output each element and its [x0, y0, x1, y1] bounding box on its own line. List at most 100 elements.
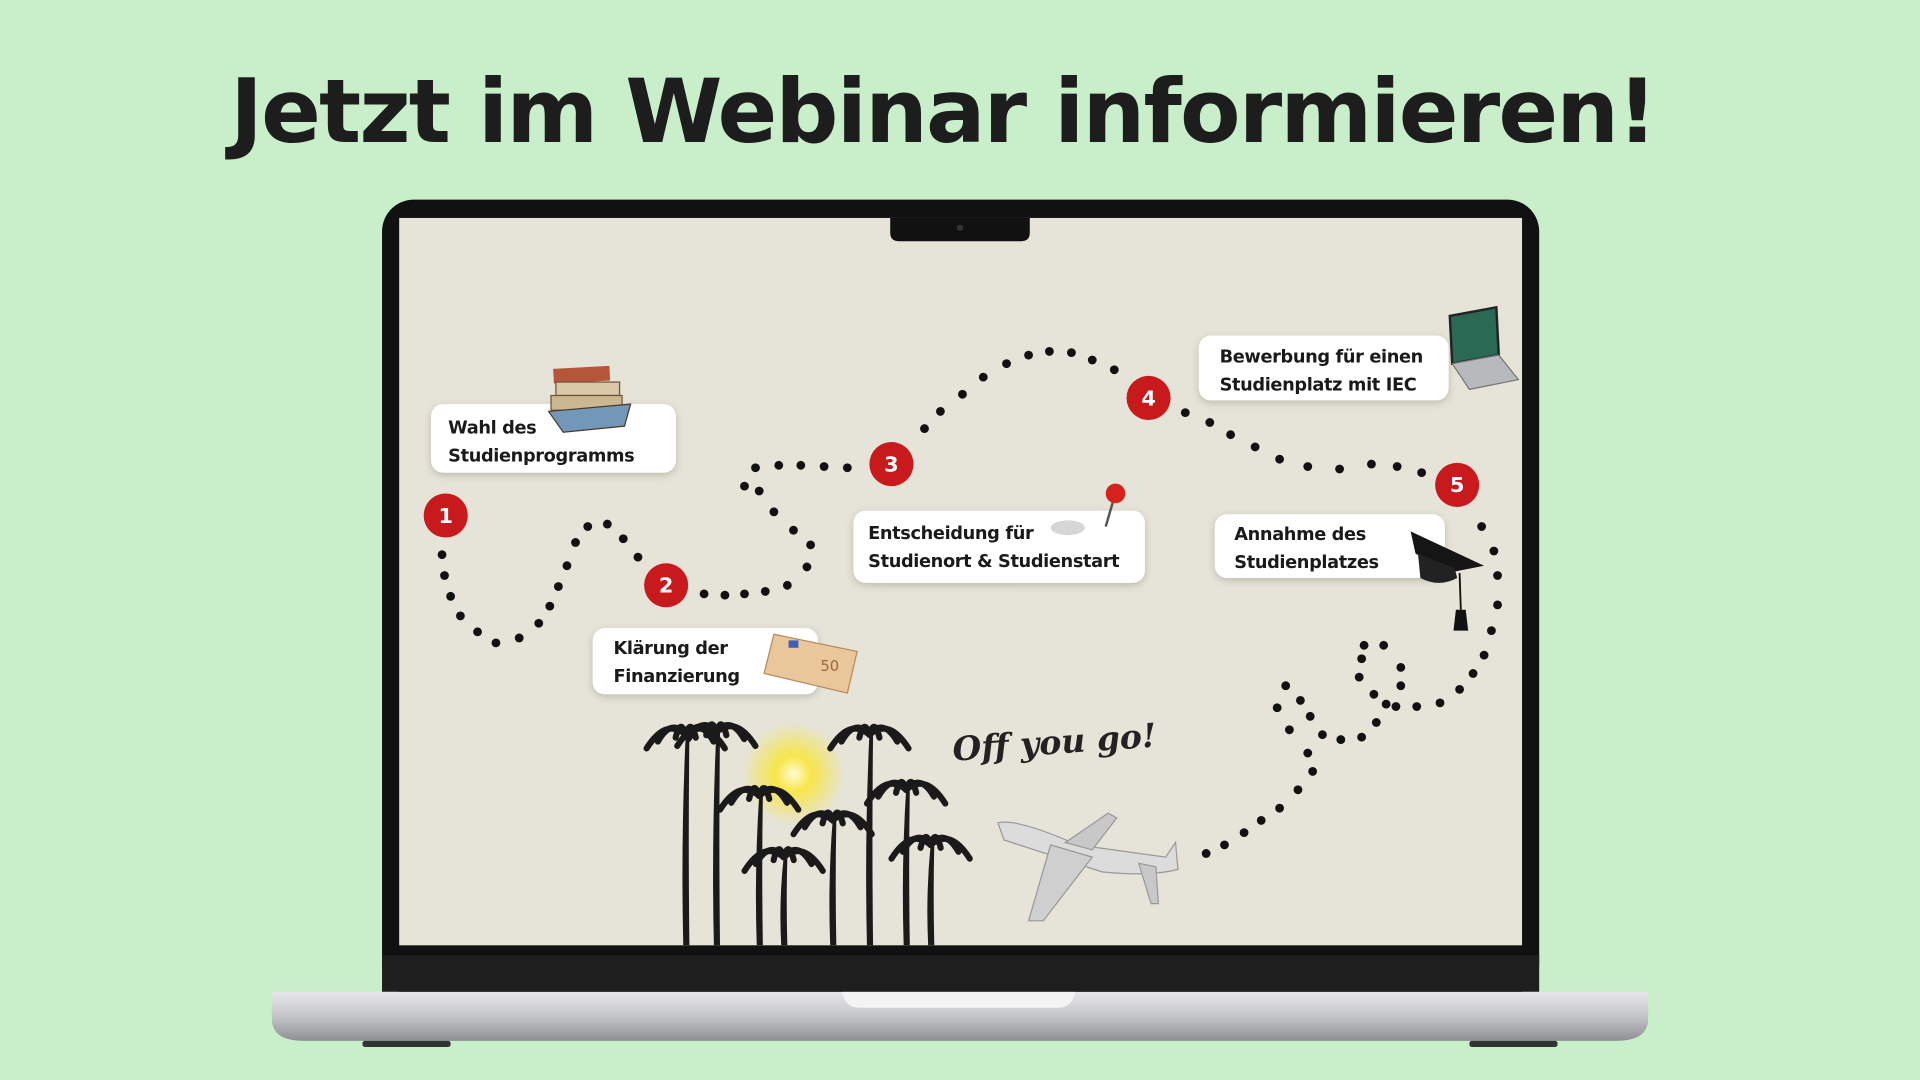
- step-4-line2: Studienplatz mit IEC: [1220, 376, 1417, 396]
- route-dot: [796, 460, 806, 470]
- palm-tree: [888, 834, 973, 946]
- route-dot: [920, 424, 929, 433]
- route-dot: [789, 525, 798, 535]
- route-dot: [1002, 359, 1011, 369]
- step-marker-2: 2: [644, 563, 689, 608]
- route-dot: [1435, 698, 1445, 708]
- books-icon: [547, 365, 632, 433]
- route-dot: [456, 611, 465, 621]
- laptop-foot-right: [1469, 1040, 1558, 1047]
- map-pin-icon: [1104, 483, 1126, 527]
- step-5-line2: Studienplatzes: [1234, 553, 1378, 573]
- route-dot: [1381, 699, 1391, 709]
- dotted-route: [437, 347, 1502, 858]
- route-dot: [936, 407, 945, 416]
- camera-icon: [956, 224, 964, 231]
- route-dot: [1417, 468, 1427, 478]
- route-dot: [440, 571, 449, 580]
- step-2-line1: Klärung der: [613, 639, 728, 659]
- route-dot: [754, 486, 764, 496]
- step-3-line2: Studienort & Studienstart: [868, 552, 1120, 572]
- step-number: 3: [884, 452, 898, 476]
- route-dot: [1493, 600, 1502, 610]
- route-dot: [806, 540, 816, 550]
- step-card-5: Annahme des Studienplatzes: [1214, 514, 1445, 578]
- route-dot: [1391, 702, 1401, 711]
- step-1-line1: Wahl des: [448, 418, 536, 438]
- step-5-line1: Annahme des: [1234, 525, 1366, 545]
- route-dot: [842, 463, 852, 473]
- step-2-line2: Finanzierung: [613, 667, 739, 687]
- route-dot: [553, 582, 563, 591]
- route-dot: [1308, 767, 1318, 776]
- step-1-line2: Studienprogramms: [448, 447, 634, 467]
- route-dot: [534, 618, 544, 628]
- step-marker-4: 4: [1126, 375, 1171, 420]
- euro-banknote-icon: 50: [763, 633, 858, 694]
- palm-tree: [741, 846, 826, 946]
- palm-tree: [827, 723, 912, 946]
- route-dot: [1205, 418, 1215, 427]
- laptop-hinge: [382, 955, 1540, 992]
- route-dot: [1412, 702, 1422, 711]
- laptop-mockup: [271, 199, 1649, 1047]
- route-dot: [978, 372, 988, 382]
- route-dot: [740, 589, 749, 599]
- route-dot: [1044, 347, 1054, 356]
- route-dot: [1305, 711, 1315, 721]
- palm-tree: [790, 809, 875, 946]
- route-dot: [1489, 546, 1499, 556]
- route-dot: [437, 550, 447, 560]
- route-dot: [720, 590, 730, 600]
- route-dot: [1281, 681, 1291, 691]
- route-dot: [1359, 640, 1369, 650]
- route-dot: [1468, 669, 1478, 678]
- route-dot: [1275, 454, 1284, 464]
- route-dot: [1284, 725, 1294, 735]
- svg-text:50: 50: [820, 658, 839, 675]
- palm-trees-icon: [643, 721, 973, 946]
- route-dot: [1293, 785, 1303, 795]
- route-dot: [1487, 626, 1496, 636]
- route-dot: [446, 591, 456, 601]
- step-number: 5: [1450, 473, 1464, 497]
- route-dot: [1226, 430, 1236, 440]
- step-marker-5: 5: [1435, 462, 1480, 507]
- route-dot: [740, 481, 749, 491]
- route-dot: [514, 633, 524, 643]
- route-dot: [1396, 681, 1406, 691]
- route-dot: [1275, 803, 1284, 813]
- route-dot: [1296, 696, 1305, 705]
- route-dot: [473, 627, 482, 637]
- route-dot: [782, 580, 792, 590]
- route-dot: [1272, 703, 1282, 713]
- step-markers: 1 2 3 4 5: [423, 375, 1480, 608]
- route-dot: [819, 462, 829, 471]
- route-dot: [1109, 365, 1119, 375]
- route-dot: [1087, 355, 1097, 365]
- route-dot: [774, 460, 784, 470]
- route-dot: [1250, 442, 1260, 452]
- laptop-base: [271, 991, 1649, 1041]
- headline: Jetzt im Webinar informieren!: [225, 60, 1655, 163]
- route-dot: [802, 562, 812, 572]
- route-dot: [1067, 348, 1076, 358]
- route-dot: [1354, 672, 1364, 682]
- step-card-4: Bewerbung für einen Studienplatz mit IEC: [1198, 335, 1449, 401]
- route-dot: [1396, 662, 1406, 672]
- palm-tree: [674, 721, 759, 946]
- airplane-icon: [997, 812, 1179, 922]
- route-dot: [958, 389, 967, 399]
- route-dot: [1180, 408, 1190, 418]
- route-dot: [571, 538, 580, 547]
- route-dot: [1371, 718, 1381, 727]
- step-card-3: Entscheidung für Studienort & Studiensta…: [853, 510, 1145, 583]
- palm-tree: [717, 785, 802, 946]
- route-dot: [1239, 828, 1249, 838]
- route-dot: [618, 534, 628, 544]
- route-dot: [1303, 748, 1313, 758]
- route-dot: [1303, 462, 1313, 471]
- step-card-1: Wahl des Studienprogramms: [431, 404, 676, 473]
- step-number: 4: [1141, 386, 1155, 410]
